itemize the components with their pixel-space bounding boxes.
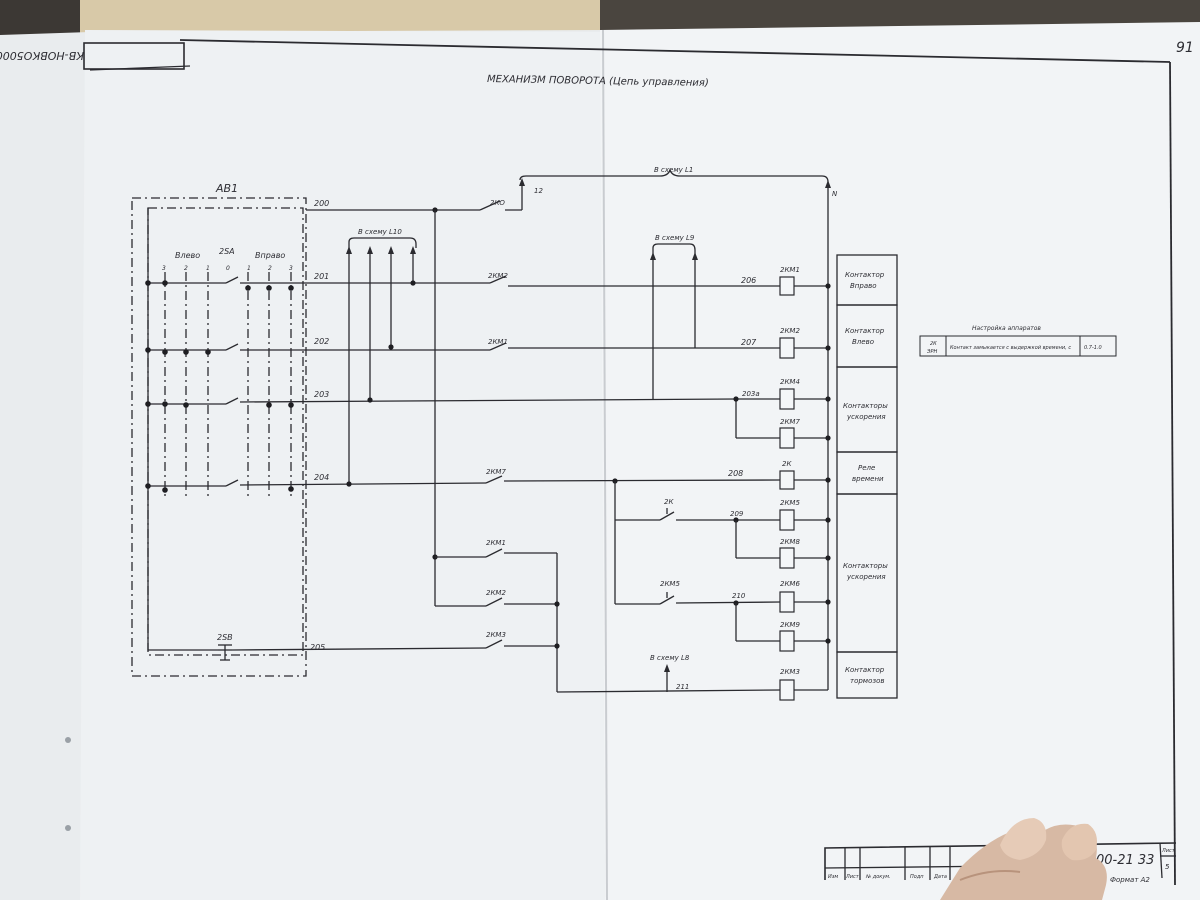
terminal-12: 12 [534, 187, 543, 195]
coil-2KM5: 2КМ5 [780, 499, 800, 507]
switch-pos-3: 0 [226, 265, 230, 272]
contact-2KM2-b: 2КМ2 [486, 589, 506, 597]
n-rail-junctions [825, 283, 831, 644]
coil-2KM4: 2КМ4 [780, 378, 800, 386]
hand-holding-paper [940, 818, 1107, 900]
block-4-line2: времени [852, 475, 884, 483]
block-5-line2: ускорения [846, 573, 886, 581]
switch-pos-6: 3 [289, 265, 293, 272]
sheet-number: 5 [1165, 863, 1170, 871]
contact-2KM5: 2КМ5 [660, 580, 680, 588]
block-6-line1: Контактор [845, 666, 885, 674]
ref-scheme-l9: В схему L9 [655, 234, 695, 242]
contact-2K: 2К [664, 498, 674, 506]
switch-right-label: Вправо [255, 251, 285, 260]
switch-pos-2: 1 [206, 265, 210, 272]
wire-201: 201 [314, 272, 329, 281]
contact-2KM3: 2КМ3 [486, 631, 506, 639]
sheet-label: Лист [1161, 848, 1176, 854]
settings-device: 2К [930, 341, 937, 347]
settings-value: 0.7-1.0 [1084, 345, 1102, 351]
block-2-line1: Контактор [845, 327, 885, 335]
wire-208: 208 [728, 469, 743, 478]
contact-2KM7: 2КМ7 [486, 468, 506, 476]
wire-202: 202 [314, 337, 329, 346]
switch-pos-4: 1 [247, 265, 251, 272]
document-number: 00-21 33 [1096, 853, 1154, 868]
stamp-code: КВ-НОВКО5000 [0, 49, 84, 62]
switch-left-label: Влево [175, 251, 200, 260]
switch-label: 2SA [219, 247, 235, 256]
coil-2KM9: 2КМ9 [780, 621, 800, 629]
coil-2KM1: 2КМ1 [780, 266, 800, 274]
settings-device-sub: ЭРН [926, 349, 938, 355]
switch-junctions [145, 280, 294, 493]
coil-2K: 2К [782, 460, 792, 468]
button-2SB: 2SB [217, 633, 233, 642]
title-col-doc: № докум. [865, 874, 891, 880]
wire-209: 209 [730, 510, 744, 518]
coil-2KM3: 2КМ3 [780, 668, 800, 676]
wire-210: 210 [732, 592, 746, 600]
wire-203a: 203а [742, 390, 760, 398]
paper-right-sheet [600, 22, 1200, 900]
schematic-title: МЕХАНИЗМ ПОВОРОТА (Цепь управления) [487, 74, 709, 89]
block-4-line1: Реле [858, 464, 875, 472]
block-5-line1: Контакторы [843, 562, 888, 570]
format-label: Формат А2 [1110, 876, 1150, 884]
coil-2KM8: 2КМ8 [780, 538, 800, 546]
ref-scheme-l10: В схему L10 [358, 228, 402, 236]
switch-pos-1: 2 [184, 265, 188, 272]
title-col-sign: Подп [910, 874, 924, 880]
settings-title: Настройка аппаратов [972, 325, 1041, 332]
block-3-line2: ускорения [846, 413, 886, 421]
contact-2KO: 2КО [490, 199, 505, 207]
ref-scheme-l8: В схему L8 [650, 654, 690, 662]
settings-table: Настройка аппаратов 2К ЭРН Контакт замык… [919, 325, 1117, 357]
block-3-line1: Контакторы [843, 402, 888, 410]
wire-205: 205 [310, 643, 325, 652]
wire-203: 203 [314, 390, 329, 399]
sheet-number-handwritten: 91 [1176, 40, 1194, 56]
title-col-date: Дата [933, 874, 947, 880]
block-1-line2: Вправо [850, 282, 877, 290]
switch-pos-5: 2 [268, 265, 272, 272]
breaker-label: АВ1 [215, 182, 238, 195]
switch-columns [164, 272, 292, 500]
block-6-line2: тормозов [850, 677, 885, 685]
title-col-izm: Изм [828, 874, 838, 880]
ref-scheme-l1: В схему L1 [654, 166, 693, 174]
wire-207: 207 [741, 338, 757, 347]
terminal-n: N [832, 190, 838, 198]
contact-2KM2-a: 2КМ2 [488, 272, 508, 280]
wire-211: 211 [676, 683, 689, 691]
wire-206: 206 [741, 276, 756, 285]
coil-2KM7: 2КМ7 [780, 418, 800, 426]
drawing-stamp: КВ-НОВКО5000 [0, 42, 185, 70]
block-1-line1: Контактор [845, 271, 885, 279]
coil-2KM6: 2КМ6 [780, 580, 800, 588]
title-col-list: Лист [845, 874, 860, 880]
device-legend-column: Контактор Вправо Контактор Влево Контакт… [836, 254, 898, 699]
contact-2KM1-a: 2КМ1 [488, 338, 508, 346]
wire-200: 200 [314, 199, 329, 208]
settings-description: Контакт замыкается с выдержкой времени, … [950, 345, 1071, 351]
switch-pos-0: 3 [162, 265, 166, 272]
coil-2KM2: 2КМ2 [780, 327, 800, 335]
block-2-line2: Влево [852, 338, 874, 346]
contact-2KM1-b: 2КМ1 [486, 539, 506, 547]
wire-204: 204 [314, 473, 329, 482]
paper-main-sheet [80, 30, 605, 900]
